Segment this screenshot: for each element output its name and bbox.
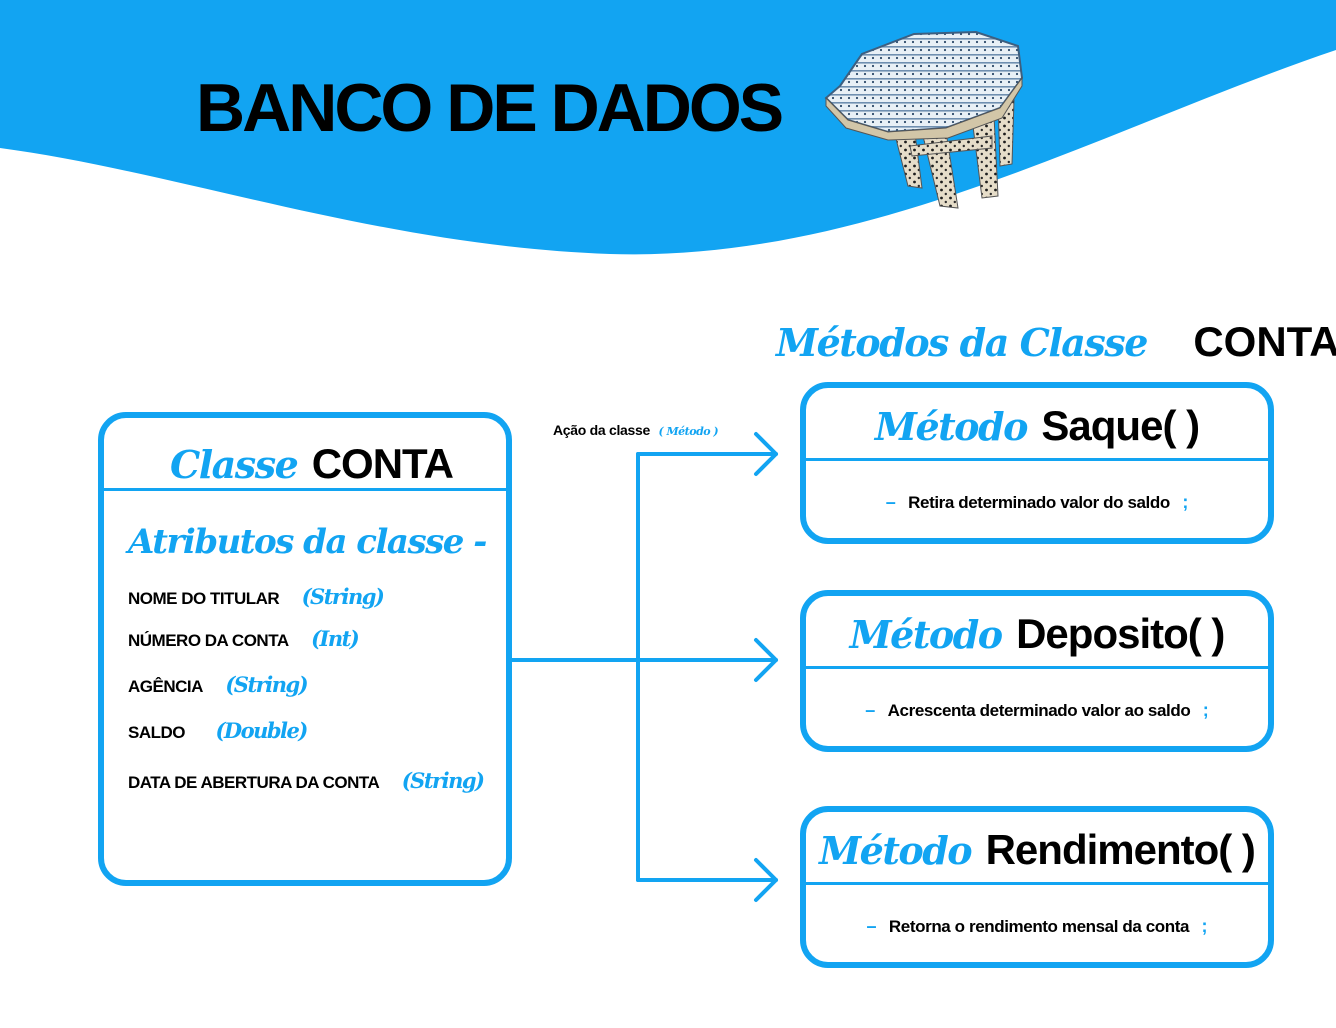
- attribute-label: SALDO: [128, 723, 186, 742]
- description-terminator: ;: [1202, 700, 1209, 720]
- class-title-prefix: Classe: [170, 442, 299, 487]
- stool-illustration: [824, 30, 1024, 209]
- attribute-type: (Double): [215, 718, 308, 743]
- method-box-divider: [806, 882, 1268, 885]
- description-dash: –: [866, 916, 877, 936]
- attribute-row: SALDO (Double): [128, 718, 308, 743]
- attribute-row: DATA DE ABERTURA DA CONTA (String): [128, 768, 485, 793]
- class-title: Classe CONTA: [170, 440, 454, 488]
- method-description: – Retira determinado valor do saldo ;: [806, 492, 1268, 513]
- method-title-name: Saque( ): [1041, 402, 1200, 449]
- method-title-prefix: Método: [874, 404, 1029, 449]
- attribute-type: (String): [301, 584, 385, 609]
- attribute-label: NÚMERO DA CONTA: [128, 631, 289, 650]
- attribute-type: (String): [225, 672, 308, 697]
- attributes-heading: Atributos da classe -: [128, 522, 487, 562]
- attribute-label: NOME DO TITULAR: [128, 589, 280, 608]
- action-label-text: Ação da classe: [553, 422, 650, 438]
- description-dash: –: [865, 700, 876, 720]
- method-title-prefix: Método: [819, 828, 973, 873]
- attribute-row: NOME DO TITULAR (String): [128, 584, 385, 609]
- method-box-saque: Método Saque( ) – Retira determinado val…: [800, 382, 1274, 544]
- attribute-label: DATA DE ABERTURA DA CONTA: [128, 773, 380, 792]
- arrowhead-deposito: [754, 638, 778, 682]
- arrowhead-saque: [754, 432, 778, 476]
- attribute-row: NÚMERO DA CONTA (Int): [128, 626, 360, 651]
- method-description: – Acrescenta determinado valor ao saldo …: [806, 700, 1268, 721]
- methods-heading-class-name: CONTA: [1193, 318, 1336, 365]
- description-dash: –: [885, 492, 896, 512]
- page-title: BANCO DE DADOS: [196, 70, 784, 146]
- method-title: Método Deposito( ): [806, 610, 1268, 658]
- description-text: Retira determinado valor do saldo: [908, 493, 1170, 512]
- method-title: Método Rendimento( ): [806, 826, 1268, 874]
- method-box-deposito: Método Deposito( ) – Acrescenta determin…: [800, 590, 1274, 752]
- description-terminator: ;: [1182, 492, 1189, 512]
- description-text: Acrescenta determinado valor ao saldo: [887, 701, 1191, 720]
- attribute-row: AGÊNCIA (String): [128, 672, 309, 697]
- methods-heading: Métodos da Classe CONTA: [776, 318, 1336, 366]
- method-description: – Retorna o rendimento mensal da conta ;: [806, 916, 1268, 937]
- method-title: Método Saque( ): [806, 402, 1268, 450]
- methods-heading-prefix: Métodos da Classe: [776, 320, 1148, 365]
- method-box-rendimento: Método Rendimento( ) – Retorna o rendime…: [800, 806, 1274, 968]
- class-box-divider: [104, 488, 506, 491]
- attribute-type: (Int): [311, 626, 360, 651]
- method-title-prefix: Método: [849, 612, 1004, 657]
- action-label: Ação da classe ( Método ): [553, 422, 719, 440]
- class-title-name: CONTA: [311, 440, 454, 487]
- method-title-name: Rendimento( ): [985, 826, 1256, 873]
- class-box: Classe CONTA Atributos da classe - NOME …: [98, 412, 512, 886]
- arrowhead-rendimento: [754, 858, 778, 902]
- description-terminator: ;: [1201, 916, 1208, 936]
- description-text: Retorna o rendimento mensal da conta: [888, 917, 1190, 936]
- method-box-divider: [806, 458, 1268, 461]
- method-title-name: Deposito( ): [1016, 610, 1225, 657]
- method-box-divider: [806, 666, 1268, 669]
- attribute-type: (String): [401, 768, 485, 793]
- action-label-sublabel: ( Método ): [658, 425, 719, 438]
- attribute-label: AGÊNCIA: [128, 677, 203, 696]
